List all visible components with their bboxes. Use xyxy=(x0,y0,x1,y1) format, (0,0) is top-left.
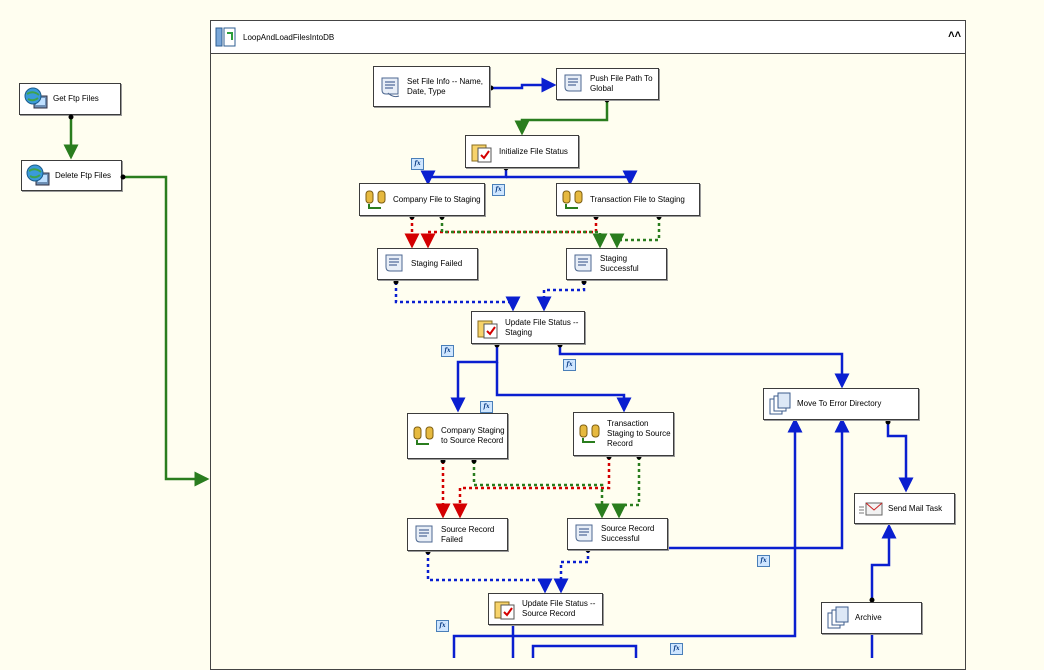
task-label: Move To Error Directory xyxy=(797,399,882,408)
sql-task-icon xyxy=(494,601,515,620)
task-transaction-file-to-staging[interactable]: Transaction File to Staging xyxy=(556,183,700,216)
foreach-loop-icon xyxy=(215,27,236,47)
connector-init-to-company xyxy=(420,168,508,186)
task-label: Update File Status -- Source Record xyxy=(522,599,596,618)
task-send-mail[interactable]: Send Mail Task xyxy=(854,493,955,524)
task-move-to-error-directory[interactable]: Move To Error Directory xyxy=(763,388,919,420)
sql-task-icon xyxy=(477,320,498,338)
task-label: Initialize File Status xyxy=(499,146,568,156)
expression-icon[interactable]: fx xyxy=(411,158,424,170)
task-label: Company File to Staging xyxy=(393,194,481,204)
connector-setinfo-to-push xyxy=(491,77,557,93)
file-system-icon xyxy=(827,606,849,629)
connector-push-to-init xyxy=(514,100,609,136)
task-label: Update File Status -- Staging xyxy=(505,317,579,337)
expression-icon[interactable]: fx xyxy=(436,620,449,632)
task-label: Source Record Failed xyxy=(441,524,495,544)
container-header[interactable]: LoopAndLoadFilesIntoDB ˄˄ xyxy=(211,21,965,54)
expression-icon[interactable]: fx xyxy=(757,555,770,567)
task-label: Delete Ftp Files xyxy=(55,170,112,180)
script-icon xyxy=(575,524,593,542)
connector-init-to-transaction xyxy=(506,170,638,186)
expression-icon[interactable]: fx xyxy=(670,643,683,655)
task-label: Set File Info -- Name, Date, Type xyxy=(407,76,484,96)
expression-icon[interactable]: fx xyxy=(480,401,493,413)
task-staging-successful[interactable]: Staging Successful xyxy=(566,248,667,280)
task-label: Transaction File to Staging xyxy=(590,194,685,204)
task-set-file-info[interactable]: Set File Info -- Name, Date, Type xyxy=(373,66,490,107)
task-push-file-path[interactable]: Push File Path To Global xyxy=(556,68,659,100)
script-icon xyxy=(381,77,400,97)
task-delete-ftp-files[interactable]: Delete Ftp Files xyxy=(21,160,122,191)
task-label: Get Ftp Files xyxy=(53,94,99,103)
task-update-file-status-source[interactable]: Update File Status -- Source Record xyxy=(488,593,603,625)
script-icon xyxy=(564,74,582,92)
task-archive[interactable]: Archive xyxy=(821,602,922,634)
task-company-file-to-staging[interactable]: Company File to Staging xyxy=(359,183,485,216)
expression-icon[interactable]: fx xyxy=(563,359,576,371)
task-transaction-staging-to-source[interactable]: Transaction Staging to Source Record xyxy=(573,412,674,456)
task-label: Staging Failed xyxy=(411,259,463,268)
ftp-globe-icon xyxy=(24,87,48,109)
data-flow-icon xyxy=(365,190,386,209)
task-company-staging-to-source[interactable]: Company Staging to Source Record xyxy=(407,413,508,459)
task-label: Push File Path To Global xyxy=(590,74,653,93)
task-source-record-successful[interactable]: Source Record Successful xyxy=(567,518,668,550)
foreach-loop-container[interactable]: LoopAndLoadFilesIntoDB ˄˄ xyxy=(210,20,966,670)
container-title: LoopAndLoadFilesIntoDB xyxy=(243,32,335,42)
data-flow-icon xyxy=(562,190,583,209)
task-get-ftp-files[interactable]: Get Ftp Files xyxy=(19,83,121,115)
expression-icon[interactable]: fx xyxy=(492,184,505,196)
task-update-file-status-staging[interactable]: Update File Status -- Staging xyxy=(471,311,585,344)
file-system-icon xyxy=(769,392,791,415)
task-source-record-failed[interactable]: Source Record Failed xyxy=(407,518,508,551)
sql-task-icon xyxy=(471,144,492,162)
mail-icon xyxy=(859,502,883,515)
task-label: Archive xyxy=(855,613,882,622)
expression-icon[interactable]: fx xyxy=(441,345,454,357)
task-staging-failed[interactable]: Staging Failed xyxy=(377,248,478,280)
collapse-icon[interactable]: ˄˄ xyxy=(948,29,961,41)
task-initialize-file-status[interactable]: Initialize File Status xyxy=(465,135,579,168)
script-icon xyxy=(574,254,592,272)
task-label: Staging Successful xyxy=(600,254,639,273)
task-label: Send Mail Task xyxy=(888,503,943,513)
script-icon xyxy=(385,254,403,272)
data-flow-icon xyxy=(413,426,434,445)
script-icon xyxy=(415,525,433,542)
task-label: Company Staging to Source Record xyxy=(441,426,505,445)
connector-delete-to-loop xyxy=(123,175,210,487)
task-label: Source Record Successful xyxy=(601,524,655,543)
task-label: Transaction Staging to Source Record xyxy=(607,419,671,448)
data-flow-icon xyxy=(579,424,600,443)
ftp-globe-icon xyxy=(26,164,50,185)
